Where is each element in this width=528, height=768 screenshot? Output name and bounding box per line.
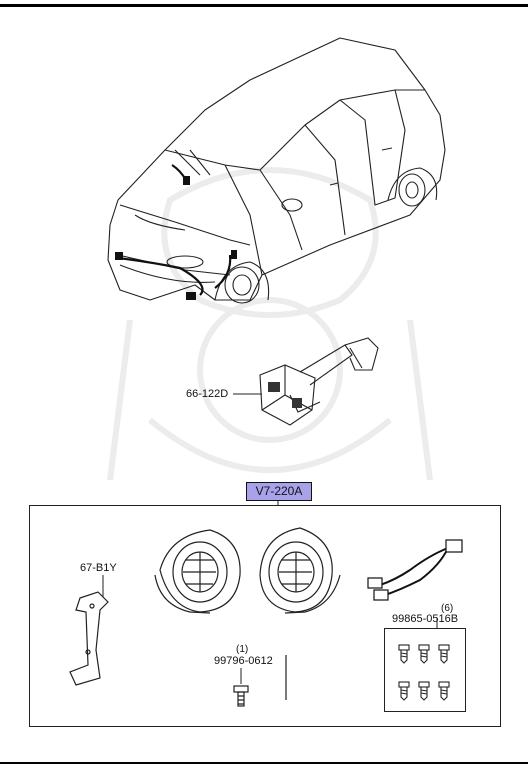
screw-part-label: 99865-0516B: [392, 613, 459, 625]
top-rule: [0, 4, 528, 7]
fog-lamp-left: [154, 529, 241, 614]
bolt-quantity: (1): [236, 644, 249, 655]
combination-switch: [259, 337, 379, 426]
bolt: [233, 685, 249, 707]
screw-quantity: (6): [441, 603, 454, 614]
fog-lamp-right: [259, 527, 341, 614]
bottom-rule: [0, 762, 528, 764]
car-harness-connectors: [115, 176, 237, 300]
screws: [398, 644, 450, 701]
kit-contents-frame: [29, 505, 501, 727]
mounting-bracket: [69, 591, 109, 686]
combination-switch-shading: [268, 382, 302, 408]
watermark-emblem: [107, 167, 433, 481]
fog-lamp-harness: [379, 547, 449, 596]
kit-part-label: V7-220A: [246, 482, 312, 501]
screw-set-box: [384, 628, 466, 712]
switch-part-label: 66-122D: [186, 388, 229, 400]
car-illustration: [107, 37, 446, 304]
bracket-part-label: 67-B1Y: [80, 562, 117, 574]
harness-connectors: [367, 539, 463, 601]
bolt-part-label: 99796-0612: [214, 655, 273, 667]
